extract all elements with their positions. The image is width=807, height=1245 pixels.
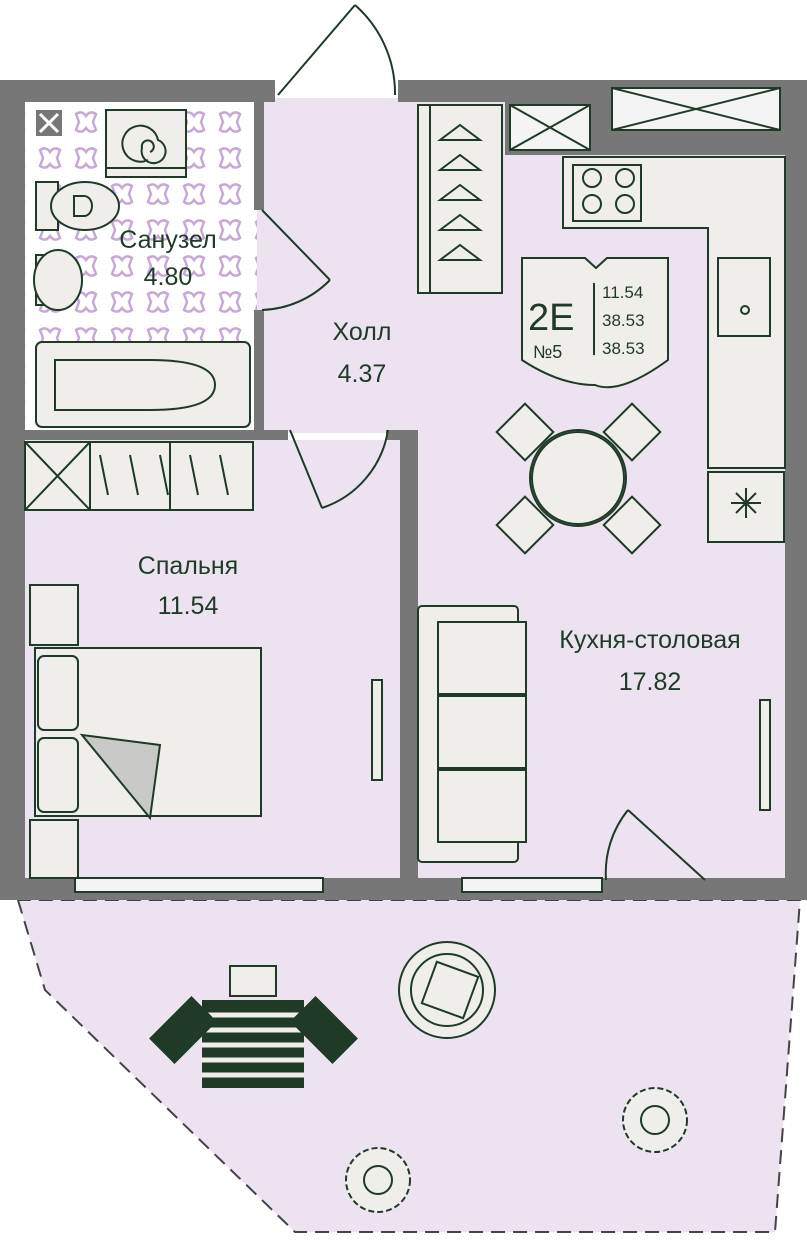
bathroom-fixtures (33, 109, 251, 428)
apartment-type: 2E (528, 297, 574, 339)
apartment-number: №5 (533, 342, 562, 362)
hall-floor (257, 98, 417, 433)
room-area-bedroom: 11.54 (158, 592, 219, 620)
doors (261, 4, 706, 881)
balcony-furniture (149, 941, 688, 1213)
kitchen-furniture (417, 156, 786, 863)
windows (36, 87, 781, 893)
badge-area-2: 38.53 (602, 311, 645, 330)
badge-area-1: 11.54 (602, 283, 643, 302)
room-name-hall: Холл (333, 318, 392, 346)
room-name-bedroom: Спальня (138, 552, 238, 580)
room-name-kitchen: Кухня-столовая (559, 626, 740, 654)
bedroom-furniture (24, 441, 383, 879)
plant-icon (345, 1147, 411, 1213)
hall-wardrobe (417, 104, 503, 294)
room-area-bathroom: 4.80 (144, 263, 193, 291)
badge-area-3: 38.53 (602, 339, 645, 358)
room-name-bathroom: Санузел (119, 226, 216, 254)
room-area-hall: 4.37 (338, 360, 387, 388)
plant-icon (622, 1087, 688, 1153)
apartment-badge: 2E №5 11.54 38.53 38.53 (521, 257, 669, 389)
balcony (16, 899, 802, 1233)
room-area-kitchen: 17.82 (619, 668, 682, 696)
